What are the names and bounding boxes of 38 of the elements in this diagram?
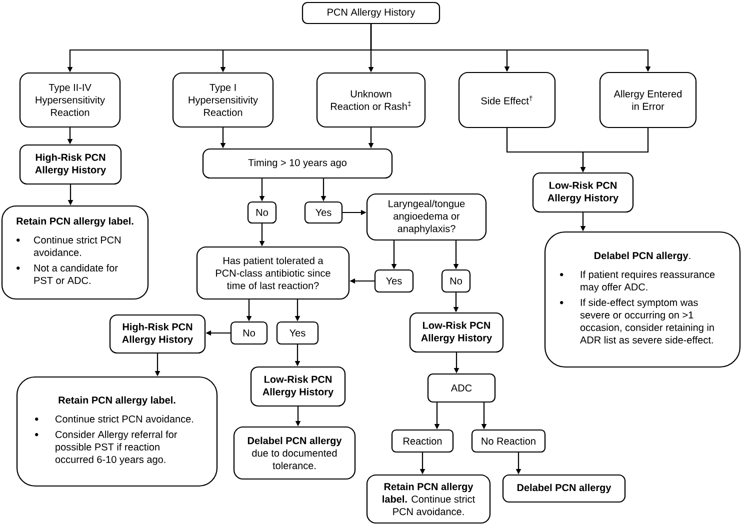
outcome-box — [544, 231, 741, 368]
choice-box: Yes — [374, 269, 414, 293]
question-box: Timing > 10 years ago — [202, 148, 393, 179]
bullet-text: Continue strict PCN avoidance. — [34, 236, 120, 256]
outcome-box: Retain PCN allergy label. Continue strict PCN avoidance. — [366, 474, 491, 524]
outcome-box — [1, 205, 149, 300]
risk-level-box: High-Risk PCN Allergy History — [109, 314, 206, 354]
outcome-box — [16, 376, 218, 487]
choice-box: Reaction — [391, 429, 454, 453]
box-heading: Retain PCN allergy label. — [16, 217, 134, 227]
question-box: Laryngeal/tongue angioedema or anaphylaxis? — [366, 193, 487, 241]
choice-box: Yes — [304, 201, 343, 224]
bullet-text: If side-effect symptom was severe or occurring on >1 occasion, consider retaining in ADR list as severe side-effect. — [580, 298, 714, 344]
choice-box: No Reaction — [471, 429, 546, 453]
outcome-box: Delabel PCN allergy due to documented tolerance. — [233, 426, 356, 480]
risk-level-box: Low-Risk PCN Allergy History — [409, 312, 504, 353]
bullet-text: If patient requires reassurance may offer ADC. — [580, 270, 715, 292]
box-heading: Delabel PCN allergy. — [594, 252, 690, 262]
category-box: Side Effect$^{†}$ — [458, 72, 556, 128]
choice-box: Yes — [276, 321, 319, 345]
category-box: Unknown Reaction or Rash$^{‡}$ — [316, 72, 426, 128]
risk-level-box: Low-Risk PCN Allergy History — [532, 172, 634, 213]
category-box: Type I Hypersensitivity Reaction — [172, 72, 274, 128]
risk-level-box: High-Risk PCN Allergy History — [19, 144, 122, 185]
box-heading: Retain PCN allergy label. — [58, 396, 176, 406]
outcome-box: Delabel PCN allergy — [502, 474, 626, 503]
question-box: Has patient tolerated a PCN-class antibiotic since time of last reaction? — [196, 246, 350, 300]
risk-level-box: Low-Risk PCN Allergy History — [250, 366, 346, 407]
choice-box: No — [247, 201, 277, 224]
bullet-text: Not a candidate for PST or ADC. — [34, 264, 118, 284]
step-box: ADC — [427, 373, 496, 403]
start-box: PCN Allergy History — [302, 2, 440, 24]
category-box: Type II-IV Hypersensitivity Reaction — [19, 72, 121, 128]
choice-box: No — [230, 321, 268, 345]
bullet-text: Continue strict PCN avoidance. — [56, 415, 194, 423]
bullet-text: Consider Allergy referral for possible PST if reaction occurred 6-10 years ago. — [55, 430, 178, 465]
category-box: Allergy Entered in Error — [599, 72, 697, 128]
choice-box: No — [441, 269, 471, 293]
